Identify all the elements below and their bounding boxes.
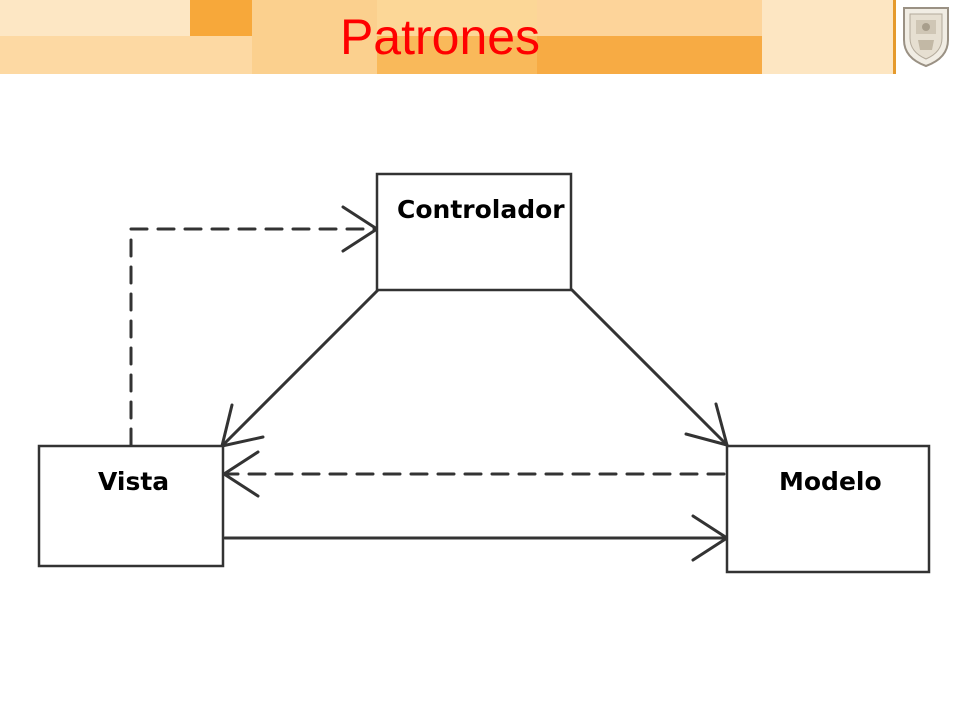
header-block-1	[0, 0, 190, 36]
header-block-9	[762, 0, 895, 74]
edge-controlador-to-vista	[220, 288, 380, 448]
label-controlador: Controlador	[397, 195, 565, 224]
slide-title: Patrones	[339, 9, 541, 65]
header-block-8	[537, 36, 762, 74]
label-modelo: Modelo	[779, 467, 882, 496]
edge-controlador-to-modelo	[570, 288, 729, 447]
node-vista	[37, 444, 225, 568]
header-block-7	[537, 0, 762, 36]
header-band	[0, 0, 896, 74]
header-block-2	[190, 0, 252, 36]
header-block-5	[377, 0, 537, 36]
label-vista: Vista	[98, 467, 169, 496]
node-modelo	[725, 444, 931, 574]
node-controlador	[375, 172, 573, 292]
header-block-4	[252, 0, 377, 74]
edge-vista-to-controlador	[129, 227, 377, 447]
header-block-6	[377, 36, 537, 74]
crest-logo-icon	[903, 7, 949, 68]
logo-separator	[893, 0, 896, 74]
header-block-3	[0, 36, 252, 74]
